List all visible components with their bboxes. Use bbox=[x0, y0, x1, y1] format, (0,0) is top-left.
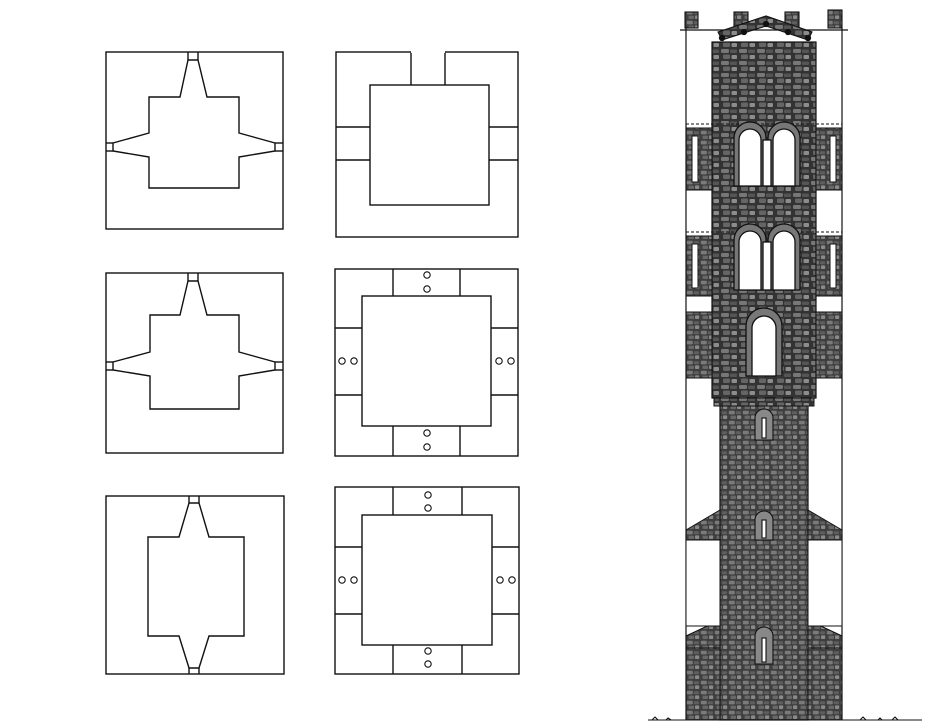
inner-chamber bbox=[369, 84, 490, 206]
outer-wall-square bbox=[105, 51, 284, 230]
ground-line bbox=[648, 716, 922, 721]
plan-piers-3 bbox=[334, 486, 520, 675]
lower-side-roofs bbox=[685, 509, 843, 721]
cruciform-chamber bbox=[112, 280, 276, 410]
roof-crown bbox=[684, 9, 843, 42]
beam-holes bbox=[338, 271, 515, 451]
plan-piers-1 bbox=[335, 51, 519, 238]
outer-wall-square bbox=[334, 486, 520, 675]
coupled-window-upper bbox=[733, 121, 801, 187]
cross-chamber bbox=[147, 502, 245, 669]
outer-wall-square bbox=[105, 495, 285, 675]
lower-shaft bbox=[719, 403, 809, 721]
plan-cruciform-2 bbox=[105, 272, 284, 454]
plan-piers-2 bbox=[334, 268, 519, 457]
slit-windows bbox=[754, 408, 774, 665]
inner-chamber bbox=[361, 514, 493, 646]
coupled-window-middle bbox=[733, 223, 801, 291]
outer-wall-square bbox=[105, 272, 284, 454]
single-arched-window bbox=[745, 307, 783, 377]
beam-holes bbox=[338, 491, 516, 668]
cruciform-chamber bbox=[112, 59, 276, 189]
plan-vertical-cross bbox=[105, 495, 285, 675]
tower-elevation bbox=[648, 9, 922, 721]
inner-chamber bbox=[361, 295, 492, 427]
upper-side-bands bbox=[685, 123, 843, 379]
outer-wall-square bbox=[335, 51, 519, 238]
string-course bbox=[713, 397, 815, 407]
plan-cruciform-1 bbox=[105, 51, 284, 230]
outer-wall-square bbox=[334, 268, 519, 457]
